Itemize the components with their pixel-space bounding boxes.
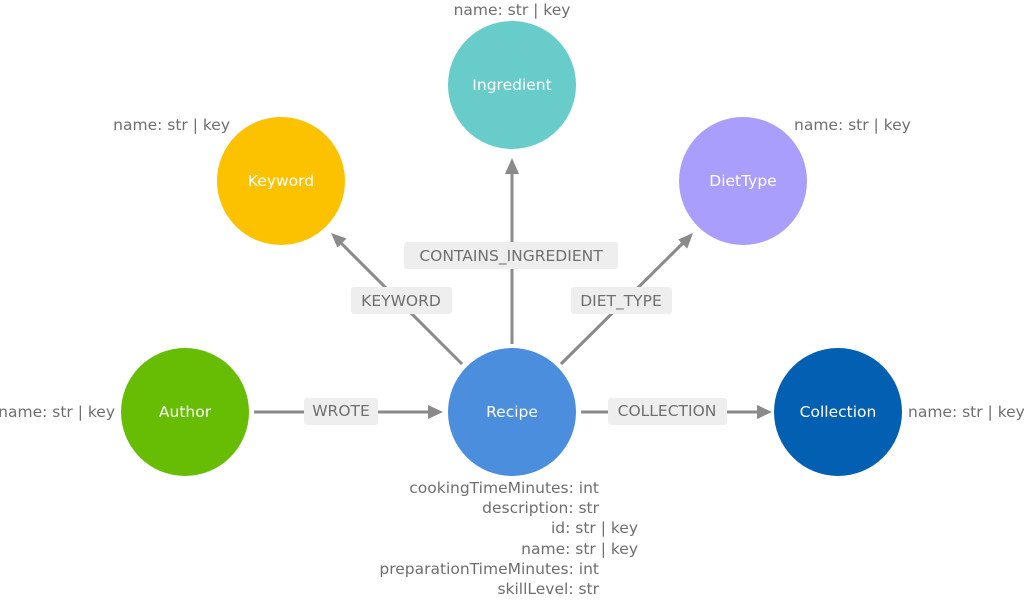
edge-label-wrote: WROTE (312, 402, 370, 420)
node-circle[interactable] (448, 348, 576, 476)
node-recipe[interactable]: Recipe (448, 348, 576, 476)
node-label-ingredient: Ingredient (472, 76, 551, 94)
edge-keyword[interactable]: KEYWORD (331, 233, 464, 366)
edge-label-contains-ingredient: CONTAINS_INGREDIENT (419, 247, 603, 266)
edge-wrote[interactable]: WROTE (254, 398, 443, 425)
node-property-recipe-description: description: str (482, 499, 599, 517)
edge-label-bg (571, 287, 672, 314)
node-author[interactable]: Author (121, 348, 249, 476)
node-circle[interactable] (448, 21, 576, 149)
edge-label-keyword: KEYWORD (361, 292, 441, 310)
node-ingredient[interactable]: Ingredient (448, 21, 576, 149)
node-property-diettype-name: name: str | key (794, 116, 911, 134)
node-property-recipe-name: name: str | key (521, 540, 638, 558)
node-label-diettype: DietType (709, 172, 776, 190)
node-keyword[interactable]: Keyword (217, 117, 345, 245)
edge-label-diet-type: DIET_TYPE (580, 292, 662, 311)
node-property-recipe-preparationtimeminutes: preparationTimeMinutes: int (379, 560, 599, 578)
node-label-collection: Collection (800, 403, 877, 421)
node-property-collection-name: name: str | key (908, 403, 1024, 421)
edge-label-bg (351, 287, 452, 314)
node-circle[interactable] (121, 348, 249, 476)
node-circle[interactable] (679, 117, 807, 245)
node-property-recipe-id: id: str | key (551, 519, 638, 537)
edge-label-bg (304, 398, 378, 425)
edge-label-collection: COLLECTION (618, 402, 717, 420)
edge-contains-ingredient[interactable]: CONTAINS_INGREDIENT (404, 158, 618, 344)
node-circle[interactable] (217, 117, 345, 245)
edge-collection[interactable]: COLLECTION (581, 398, 772, 425)
node-label-keyword: Keyword (248, 172, 314, 190)
node-property-author-name: name: str | key (0, 403, 115, 421)
node-property-recipe-skilllevel: skillLevel: str (497, 580, 599, 598)
node-collection[interactable]: Collection (774, 348, 902, 476)
edge-diet-type[interactable]: DIET_TYPE (559, 233, 693, 366)
node-diettype[interactable]: DietType (679, 117, 807, 245)
node-property-ingredient-name: name: str | key (454, 1, 571, 19)
edge-label-bg (404, 242, 618, 269)
node-circle[interactable] (774, 348, 902, 476)
node-property-recipe-cookingtimeminutes: cookingTimeMinutes: int (409, 479, 599, 497)
node-label-recipe: Recipe (486, 403, 538, 421)
node-label-author: Author (159, 403, 212, 421)
edge-label-bg (608, 398, 727, 425)
node-property-keyword-name: name: str | key (113, 116, 230, 134)
